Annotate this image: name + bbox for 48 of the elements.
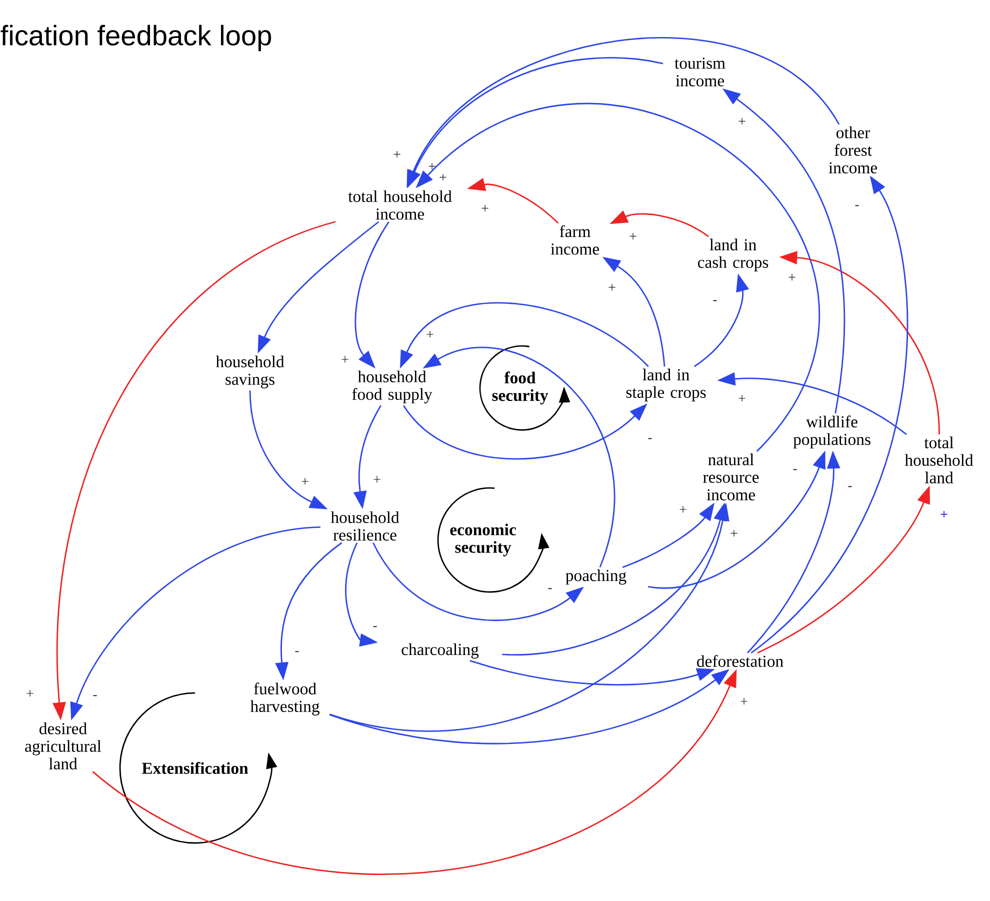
edge-label: +: [482, 205, 488, 212]
edge-label: +: [608, 284, 616, 291]
variable-label: total household income: [348, 190, 452, 220]
variable-label: household savings: [216, 356, 284, 388]
edge-label: -: [548, 588, 552, 590]
edge-label: +: [374, 476, 380, 483]
edge-label: +: [740, 698, 748, 705]
variable-label: charcoaling: [402, 643, 479, 659]
variable-label: poaching: [566, 569, 626, 585]
edge-label: +: [26, 690, 34, 697]
edge-label: +: [394, 151, 400, 158]
edge-label: -: [648, 438, 652, 440]
variable-label: household resilience: [330, 511, 400, 541]
variable-label: deforestation: [697, 655, 784, 667]
variable-label: other forest income: [828, 126, 877, 174]
variable-label: farm income: [550, 225, 599, 255]
edge-label: -: [793, 469, 797, 470]
edge-label: -: [848, 486, 852, 488]
edge-label: +: [440, 174, 446, 181]
edge-label: -: [295, 651, 299, 652]
variable-label: total household land: [904, 436, 974, 484]
edge-label: -: [93, 695, 97, 696]
edge-label: +: [426, 331, 434, 338]
variable-label: household food supply: [352, 370, 432, 404]
loop-label: Extensification: [142, 762, 248, 774]
loop-label: food security: [492, 372, 548, 404]
variable-label: desired agricultural land: [25, 722, 102, 770]
edge-label: +: [940, 511, 948, 518]
variable-label: land in cash crops: [698, 238, 768, 272]
edge-label: -: [855, 205, 859, 206]
edge-label: +: [428, 163, 436, 170]
edge-label: -: [373, 626, 377, 628]
edge-label: +: [788, 274, 796, 281]
variable-label: tourism income: [674, 58, 726, 86]
variable-label: land in staple crops: [626, 368, 706, 402]
edge-label: +: [730, 530, 738, 537]
edge-label: +: [630, 233, 636, 240]
edge-label: +: [302, 478, 308, 485]
edge-label: +: [342, 356, 348, 363]
edge-label: +: [738, 395, 746, 402]
loop-label: economic security: [450, 524, 516, 556]
title: fication feedback loop: [0, 24, 272, 52]
edge-label: +: [680, 506, 686, 513]
variable-label: fuelwood harvesting: [250, 682, 320, 716]
variable-label: wildlife populations: [793, 416, 870, 448]
variable-label: natural resource income: [703, 454, 759, 500]
edge-label: +: [738, 118, 746, 125]
edge-label: -: [713, 300, 717, 302]
